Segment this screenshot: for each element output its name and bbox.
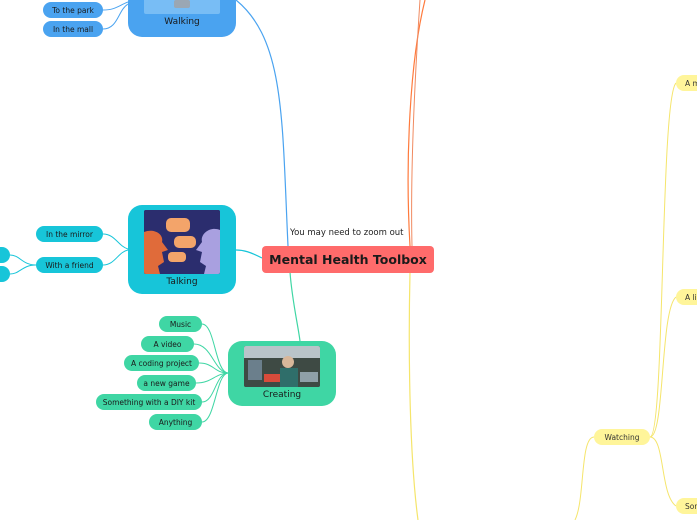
two-faces-icon (144, 210, 220, 274)
walking-image (144, 0, 220, 14)
workshop-photo-icon (244, 346, 320, 387)
root-node[interactable]: Mental Health Toolbox (262, 246, 434, 273)
creating-item-anything[interactable]: Anything (149, 414, 202, 430)
creating-item-diy-kit[interactable]: Something with a DIY kit (96, 394, 202, 410)
walking-node[interactable]: Walking (128, 0, 236, 37)
creating-node[interactable]: Creating (228, 341, 336, 406)
talking-subitem-2[interactable] (0, 266, 10, 282)
walking-item-mall[interactable]: In the mall (43, 21, 103, 37)
creating-item-video[interactable]: A video (141, 336, 194, 352)
creating-item-coding[interactable]: A coding project (124, 355, 199, 371)
watching-child-3[interactable]: Son (676, 498, 697, 514)
watching-node[interactable]: Watching (594, 429, 650, 445)
creating-image (244, 346, 320, 387)
talking-node[interactable]: Talking (128, 205, 236, 294)
talking-image (144, 210, 220, 274)
creating-item-game[interactable]: a new game (137, 375, 196, 391)
creating-item-music[interactable]: Music (159, 316, 202, 332)
zoom-note: You may need to zoom out (290, 228, 404, 238)
watching-child-1[interactable]: A m (676, 75, 697, 91)
walking-label: Walking (164, 17, 200, 27)
talking-item-friend[interactable]: With a friend (36, 257, 103, 273)
talking-label: Talking (166, 277, 198, 287)
watching-child-2[interactable]: A li (676, 289, 697, 305)
talking-item-mirror[interactable]: In the mirror (36, 226, 103, 242)
talking-subitem-1[interactable] (0, 247, 10, 263)
creating-label: Creating (262, 390, 302, 400)
walking-item-park[interactable]: To the park (43, 2, 103, 18)
